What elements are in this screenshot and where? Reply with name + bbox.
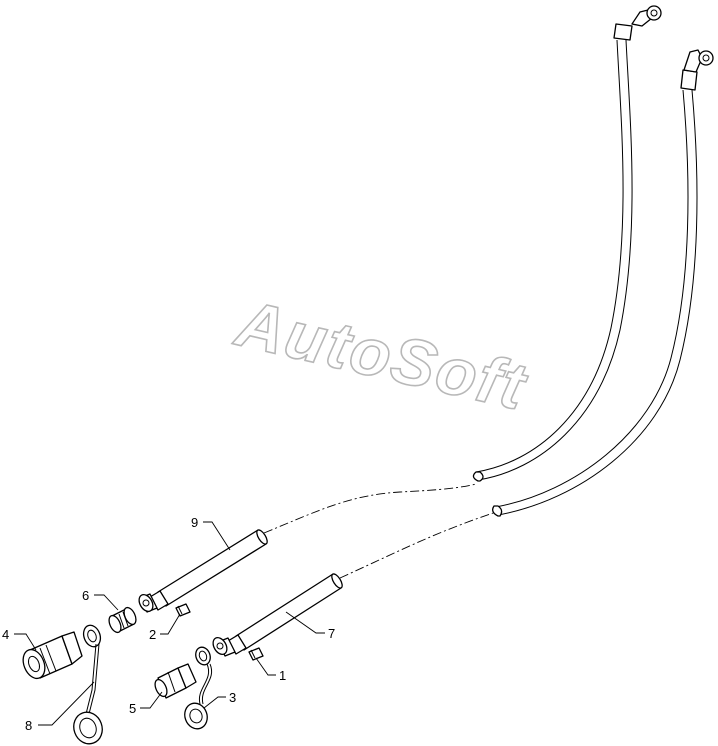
callout-3: 3 [229, 690, 236, 705]
hose-9-continuation-line [263, 483, 477, 534]
dust-cap-part-8 [73, 624, 103, 745]
coupling-part-4 [22, 631, 83, 680]
adapter-part-6 [108, 606, 137, 634]
autosoft-watermark: AutoSoft [228, 285, 535, 424]
hose-9 [138, 529, 268, 613]
clip-part-1 [248, 647, 264, 661]
callout-2: 2 [149, 627, 156, 642]
hose-7 [212, 573, 343, 657]
callout-6: 6 [82, 588, 89, 603]
callout-4: 4 [2, 627, 9, 642]
upper-hose-b [492, 49, 714, 517]
leader-lines [14, 521, 325, 726]
nipple-part-5 [154, 663, 197, 699]
cap-part-3 [184, 646, 213, 730]
callout-9: 9 [191, 515, 198, 530]
upper-hose-a [472, 5, 662, 482]
callout-8: 8 [25, 718, 32, 733]
hose-7-continuation-line [339, 511, 497, 579]
callout-1: 1 [279, 668, 286, 683]
callout-5: 5 [129, 701, 136, 716]
clip-part-2 [175, 603, 191, 617]
callout-7: 7 [328, 626, 335, 641]
